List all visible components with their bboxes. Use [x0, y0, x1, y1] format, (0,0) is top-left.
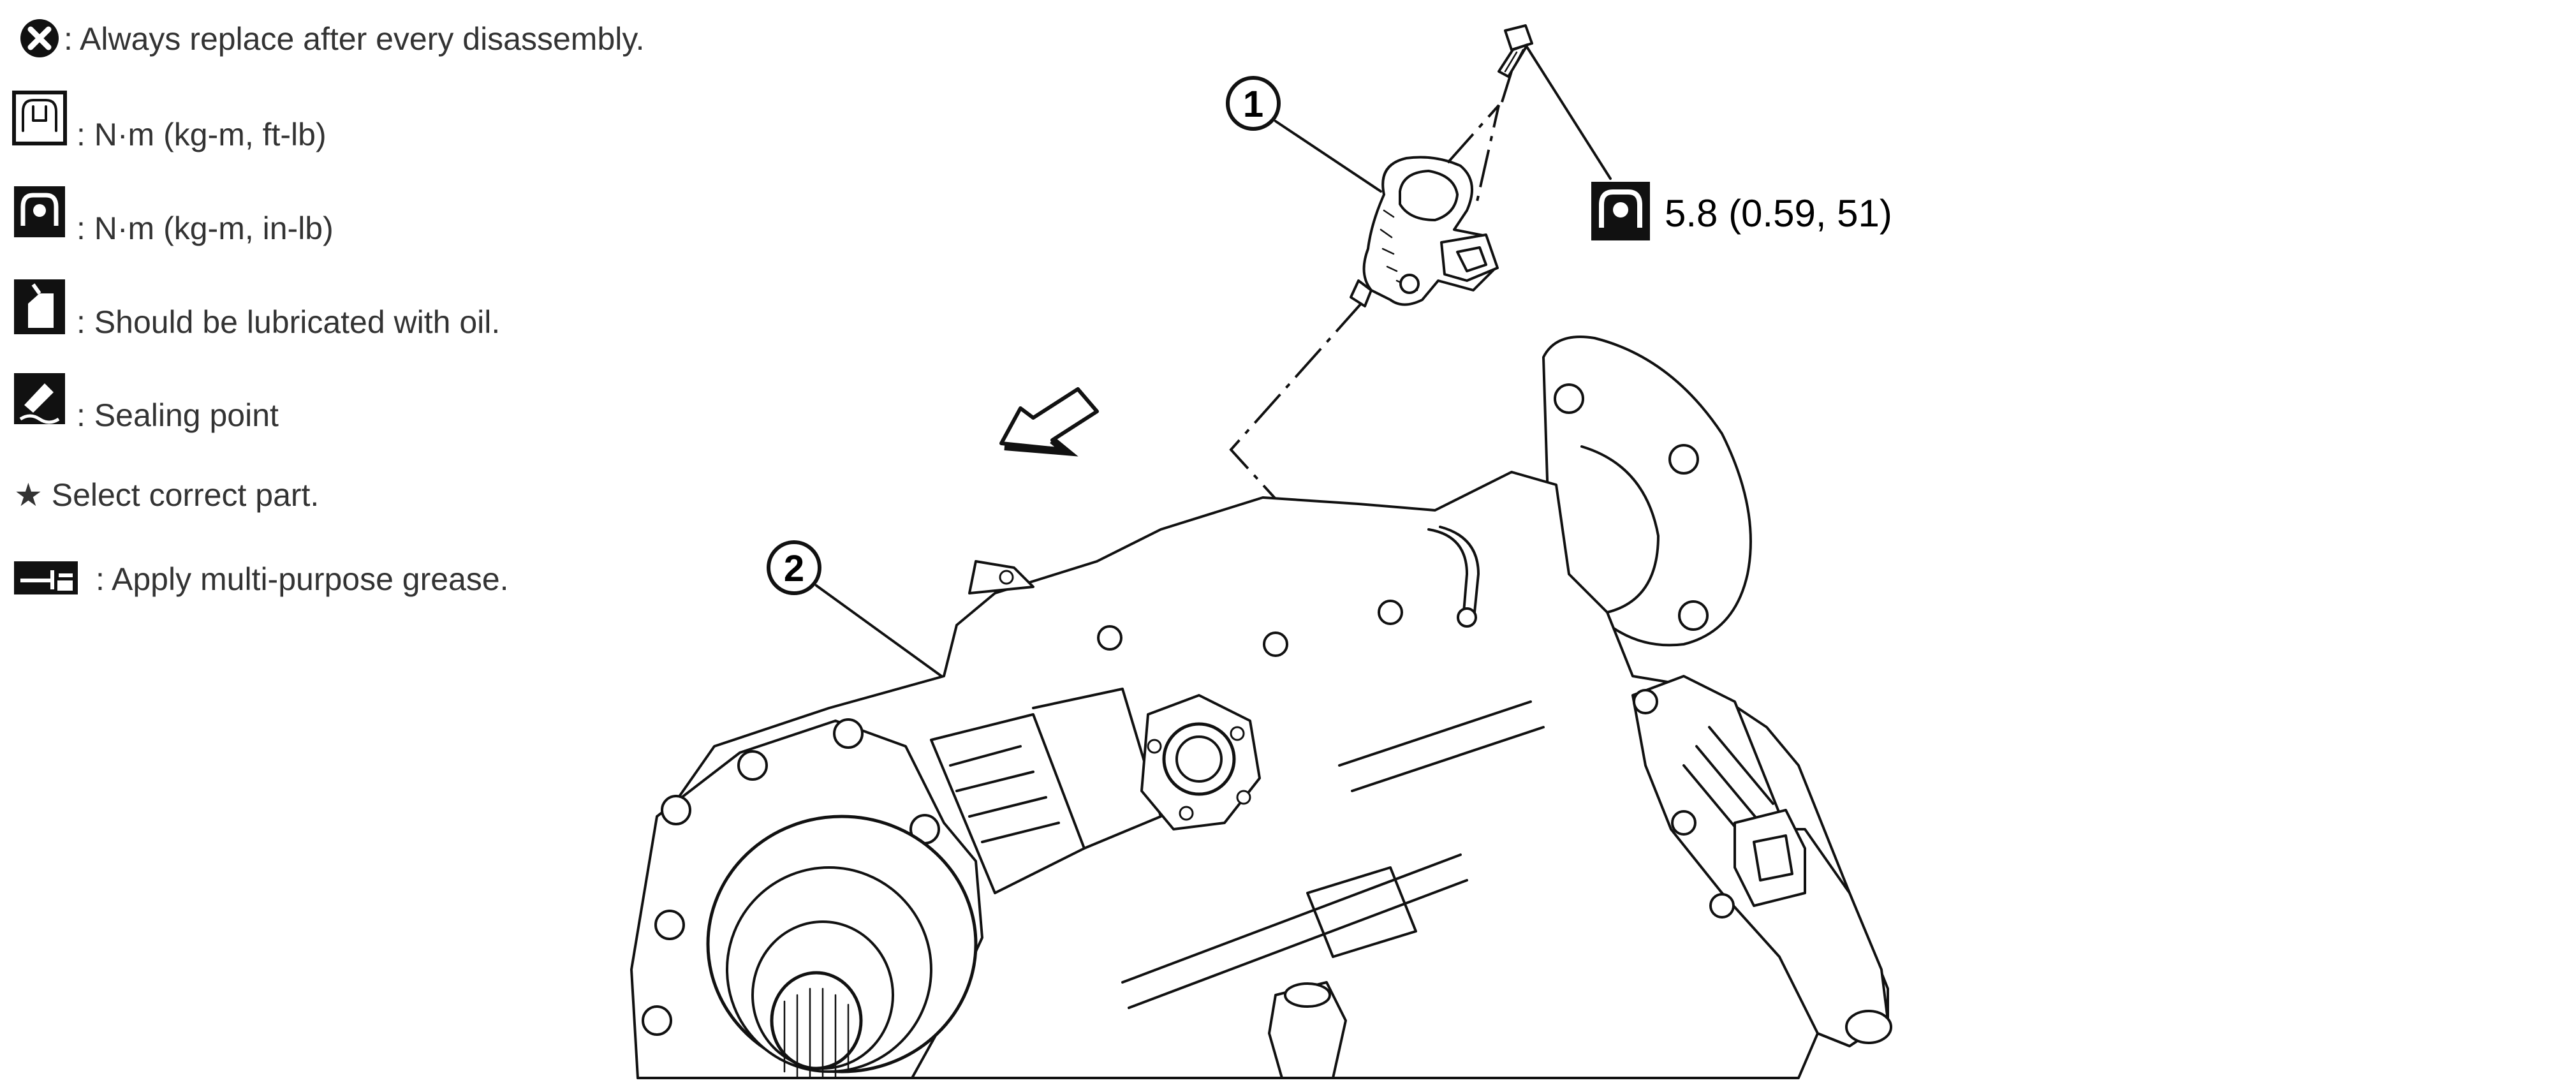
torque-wrench-inlb-icon — [14, 186, 65, 237]
torque-value: 5.8 (0.59, 51) — [1665, 192, 1892, 235]
callout-1: 1 — [1226, 76, 1382, 193]
legend-item-torque-ftlb: : N·m (kg-m, ft-lb) — [77, 117, 327, 152]
legend-item-oil: : Should be lubricated with oil. — [77, 304, 500, 340]
torque-wrench-ftlb-icon — [12, 91, 67, 145]
torque-wrench-inlb-icon — [1591, 182, 1650, 240]
transfer-case-assembly — [630, 336, 1892, 1079]
sealing-point-icon — [14, 373, 65, 424]
torque-spec: 5.8 (0.59, 51) — [1526, 47, 1892, 240]
legend-item-replace: : Always replace after every disassembly… — [64, 21, 645, 57]
legend-item-grease: : Apply multi-purpose grease. — [96, 561, 509, 597]
callout-1-number: 1 — [1243, 84, 1263, 125]
front-direction-arrow-icon — [999, 387, 1099, 457]
legend: : Always replace after every disassembly… — [12, 19, 645, 597]
bolt — [1498, 24, 1533, 78]
callout-2-number: 2 — [784, 548, 804, 589]
legend-item-select-part: ★ Select correct part. — [14, 477, 319, 513]
grease-gun-icon — [14, 561, 78, 594]
sensor-part — [1229, 24, 1533, 728]
legend-item-torque-inlb: : N·m (kg-m, in-lb) — [77, 210, 334, 246]
oil-can-icon — [14, 279, 65, 334]
callout-2: 2 — [767, 540, 952, 684]
x-circle-icon — [20, 19, 59, 57]
legend-item-sealing: : Sealing point — [77, 397, 279, 433]
